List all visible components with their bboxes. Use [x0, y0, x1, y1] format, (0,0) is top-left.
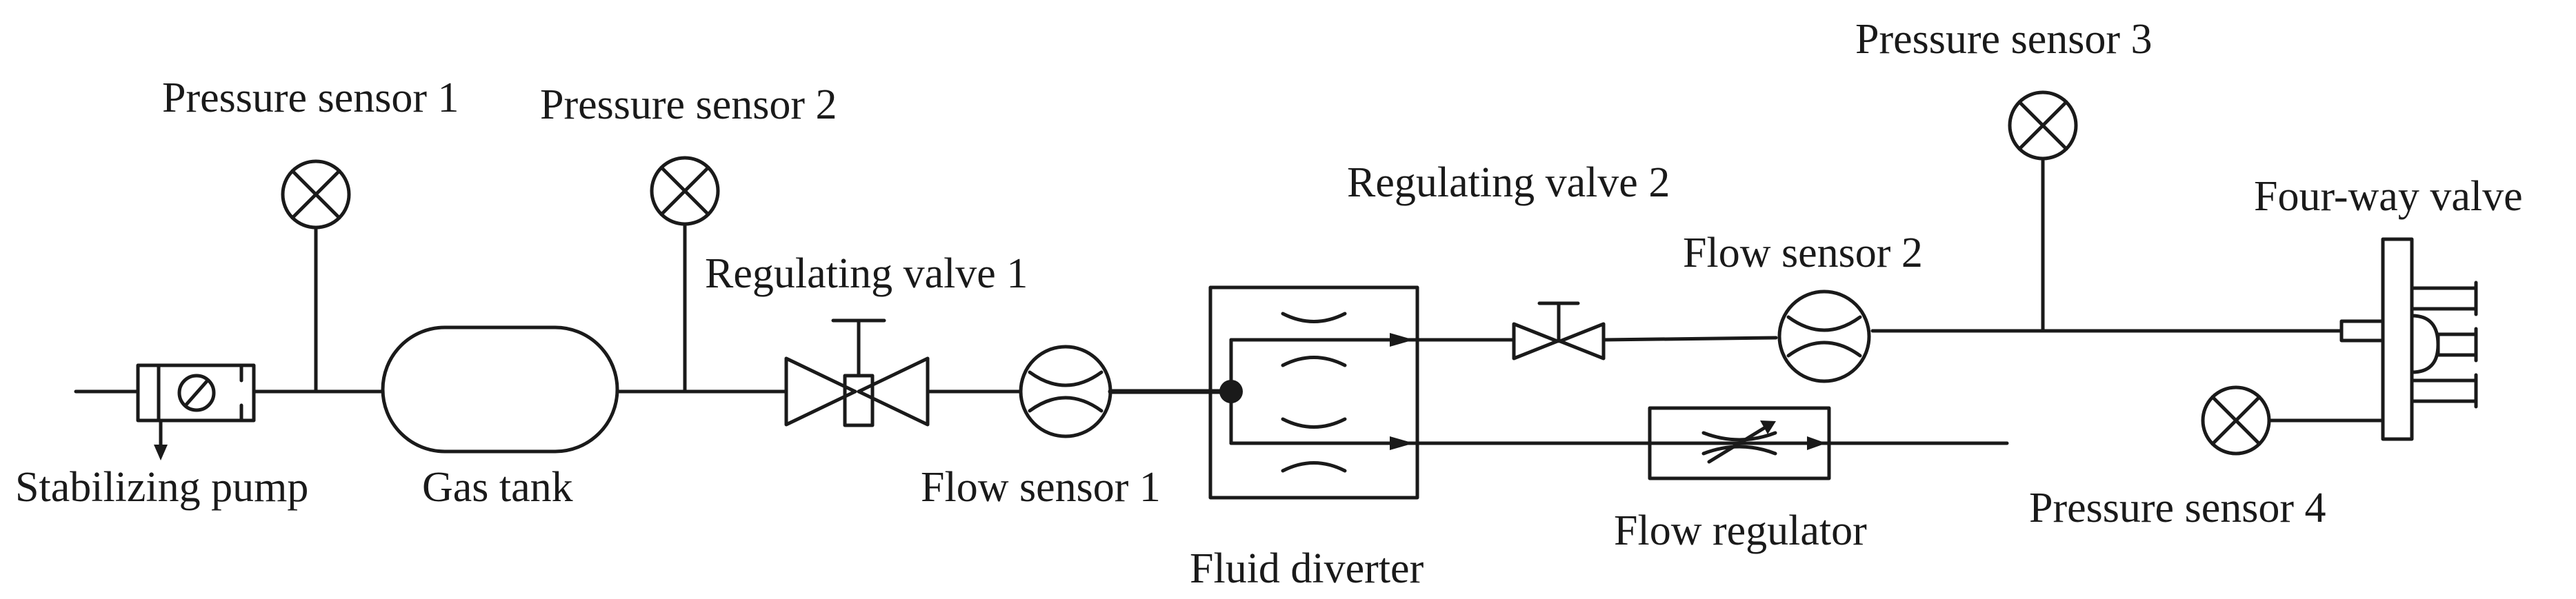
label-stabilizing-pump: Stabilizing pump [15, 464, 308, 511]
flow-sensor-2-arc-bottom [1786, 341, 1862, 358]
regulating-valve-2-left-triangle [1512, 322, 1559, 361]
flow-sensor-1 [1019, 345, 1112, 438]
label-pressure-sensor-1: Pressure sensor 1 [162, 74, 459, 121]
fluid-diverter-nozzle-2b [1281, 461, 1347, 473]
flow-sensor-2-arc-top [1786, 315, 1862, 332]
flow-regulator-adjust-line [1707, 423, 1772, 464]
flow-sensor-1-arc-bottom [1028, 396, 1104, 413]
four-way-valve-port-middle [2436, 332, 2478, 357]
label-regulating-valve-1: Regulating valve 1 [705, 250, 1028, 297]
fluid-diverter-upper-arrow-icon [1390, 333, 1414, 347]
stabilizing-pump [136, 363, 256, 460]
regulating-valve-1-left-triangle [784, 356, 857, 427]
pipe-valve2-to-flow2 [1601, 336, 1778, 342]
pressure-sensor-4-cross-b [2210, 395, 2262, 446]
pressure-sensor-1-cross-b [290, 169, 341, 220]
flow-regulator-adjust-arrow-icon [1760, 420, 1776, 434]
fluid-diverter-lower-arrow-icon [1390, 436, 1414, 450]
pressure-sensor-4-circle [2201, 385, 2271, 456]
label-flow-sensor-2: Flow sensor 2 [1683, 230, 1923, 276]
four-way-valve [2339, 237, 2478, 441]
flow-sensor-1-arc-top [1028, 370, 1104, 387]
pressure-sensor-2 [650, 156, 720, 394]
pump-gauge-icon [177, 374, 216, 412]
pressure-sensor-2-circle [650, 156, 720, 226]
label-pressure-sensor-3: Pressure sensor 3 [1855, 16, 2153, 63]
pressure-sensor-3-circle [2008, 90, 2078, 161]
pressure-sensor-1 [281, 159, 351, 394]
flow-regulator-throttle-top [1701, 431, 1777, 442]
regulating-valve-2-right-triangle [1558, 322, 1606, 361]
label-flow-regulator: Flow regulator [1614, 507, 1867, 554]
fluid-diverter-nozzle-2a [1281, 417, 1347, 429]
four-way-valve-body [2381, 237, 2414, 441]
stabilizing-pump-body [136, 363, 256, 423]
flow-sensor-1-circle [1019, 345, 1112, 438]
label-gas-tank: Gas tank [422, 464, 573, 511]
pressure-sensor-1-circle [281, 159, 351, 230]
pipelines [74, 329, 2385, 445]
component-labels: Pressure sensor 1 Pressure sensor 2 Pres… [15, 16, 2523, 592]
label-flow-sensor-1: Flow sensor 1 [921, 464, 1161, 511]
label-regulating-valve-2: Regulating valve 2 [1347, 159, 1670, 206]
four-way-valve-inlet-port [2339, 319, 2385, 343]
label-pressure-sensor-2: Pressure sensor 2 [540, 81, 837, 128]
regulating-valve-1-right-triangle [857, 356, 930, 427]
pump-drain-arrow-icon [154, 445, 168, 460]
pressure-sensor-4 [2201, 385, 2271, 456]
fluid-diverter [1208, 285, 1516, 500]
label-fluid-diverter: Fluid diverter [1190, 545, 1424, 592]
pressure-sensor-2-cross-b [659, 165, 710, 216]
four-way-valve-port-bottom [2410, 378, 2478, 403]
pump-gauge-needle [184, 379, 209, 407]
four-way-valve-cavity [2410, 314, 2440, 374]
flow-regulator-body [1648, 406, 1831, 480]
regulating-valve-2 [1512, 301, 1606, 361]
fluid-diverter-body [1208, 285, 1419, 500]
regulating-valve-1-bonnet [843, 374, 875, 427]
flow-regulator-throttle-bottom [1701, 445, 1777, 456]
pressure-sensor-3-cross-b [2017, 100, 2068, 151]
flow-regulator [1648, 406, 1831, 480]
pressure-sensor-3 [2008, 90, 2078, 333]
fluid-diverter-nozzle-1a [1281, 312, 1347, 323]
flow-sensor-2 [1777, 290, 1871, 383]
label-pressure-sensor-4: Pressure sensor 4 [2029, 485, 2326, 531]
gas-tank [381, 325, 619, 454]
label-four-way-valve: Four-way valve [2254, 173, 2523, 220]
four-way-valve-port-top [2410, 286, 2478, 311]
fluid-diverter-nozzle-1b [1281, 356, 1347, 367]
flow-sensor-2-circle [1777, 290, 1871, 383]
regulating-valve-1 [784, 318, 930, 427]
flow-regulator-flow-arrow-icon [1807, 436, 1826, 450]
